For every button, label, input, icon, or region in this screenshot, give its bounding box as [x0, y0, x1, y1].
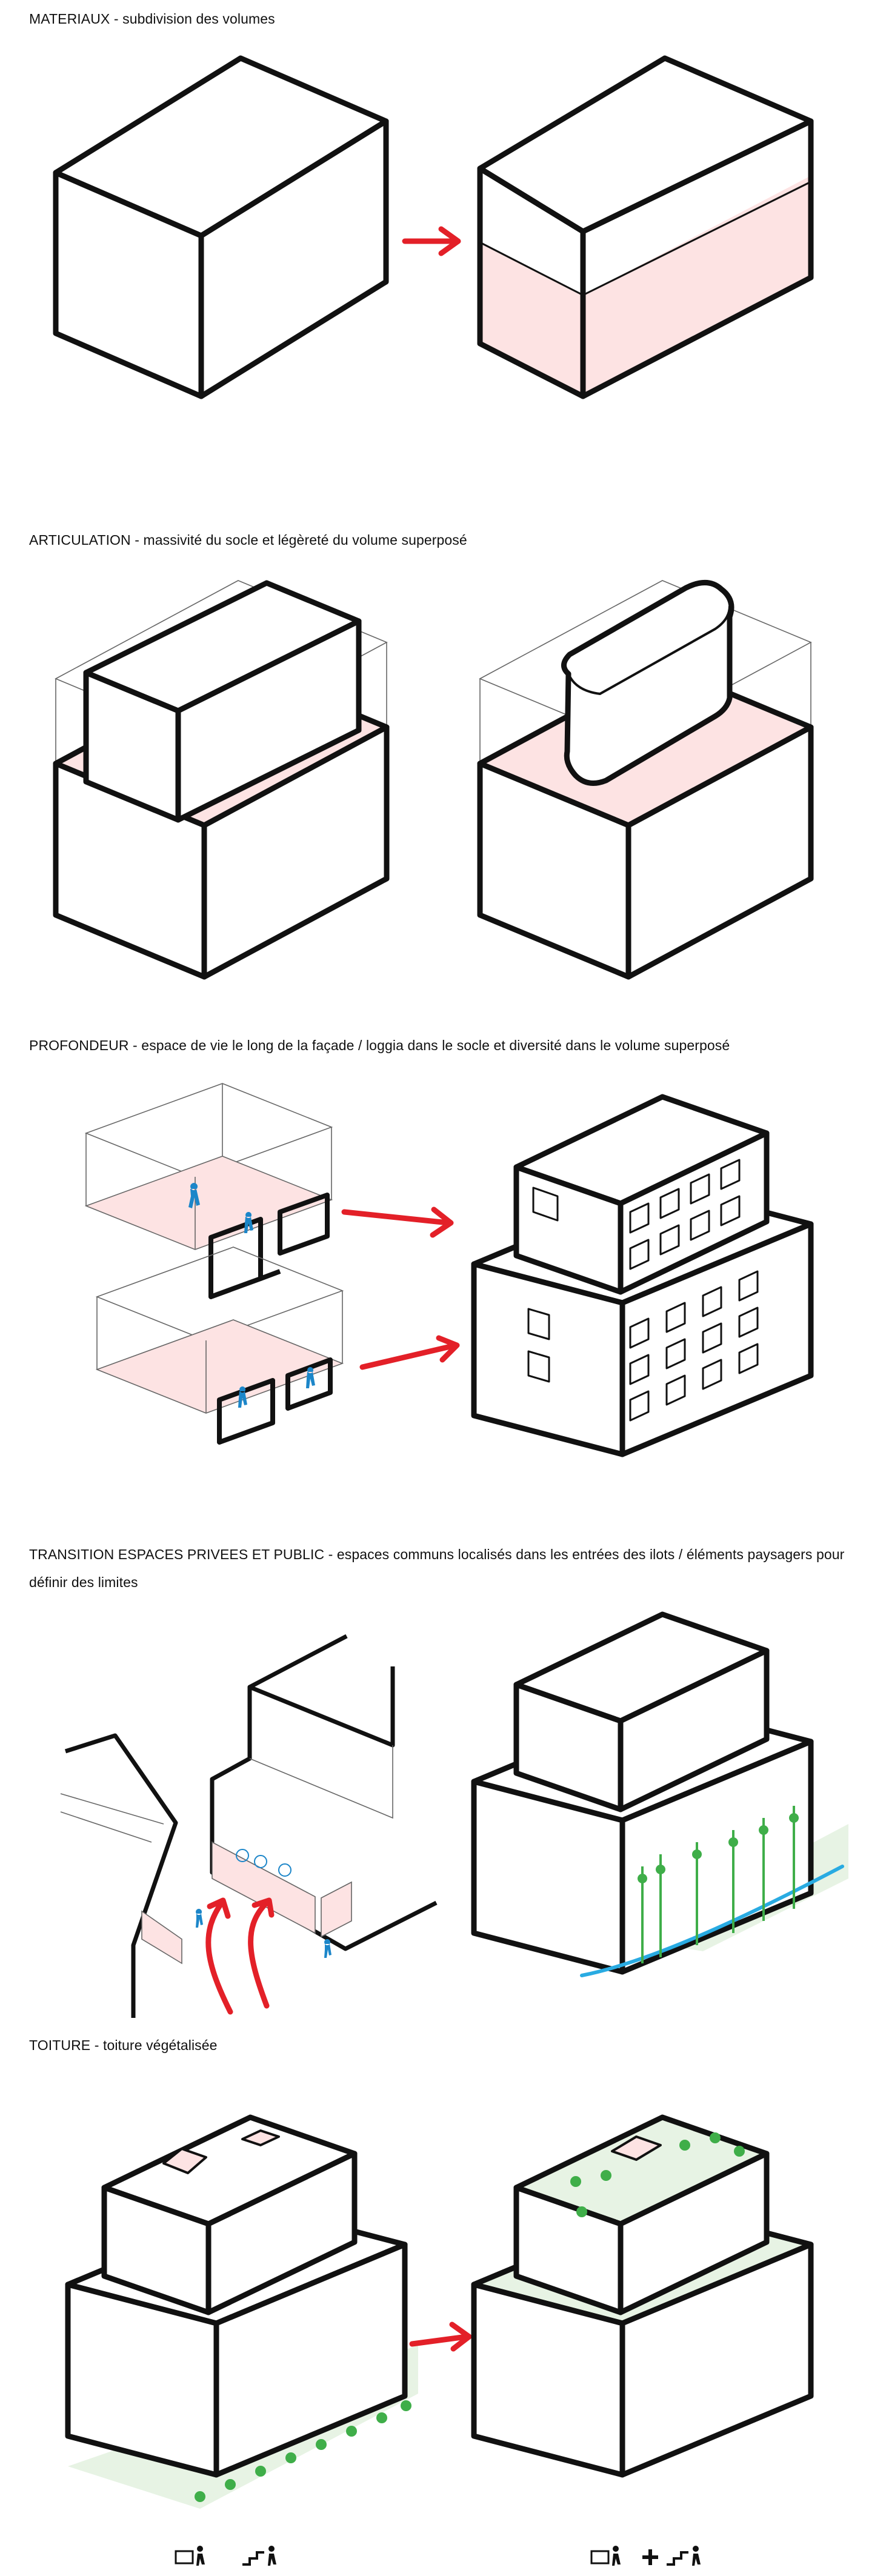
roof-terrace-person-icon [590, 2546, 621, 2566]
transform-arrow [409, 2321, 472, 2352]
building-green-roof [471, 2114, 814, 2478]
section-articulation: ARTICULATION - massivité du socle et lég… [0, 509, 886, 1012]
legend-left [175, 2546, 276, 2566]
section-transition: TRANSITION ESPACES PRIVEES ET PUBLIC - e… [0, 1539, 886, 2018]
materiaux-diagram [53, 55, 814, 399]
volume-subdivided [477, 55, 814, 399]
section-heading: MATERIAUX - subdivision des volumes [29, 11, 275, 27]
building-standard-roof [65, 2114, 418, 2509]
section-heading: TOITURE - toiture végétalisée [29, 2037, 218, 2053]
loggia-socle-box [84, 1083, 333, 1299]
transition-diagram [60, 1611, 848, 2018]
section-heading-line2: définir des limites [29, 1574, 138, 1590]
volume-socle-box-left [53, 580, 390, 980]
toiture-diagram [65, 2114, 814, 2566]
section-heading-line1: TRANSITION ESPACES PRIVEES ET PUBLIC - e… [29, 1546, 845, 1562]
transform-arrows [341, 1206, 460, 1370]
volume-socle-rounded-right [477, 580, 814, 980]
profondeur-diagram [84, 1083, 814, 1457]
volume-plain [53, 55, 389, 399]
building-with-vegetation [471, 1611, 848, 1977]
articulation-diagram [53, 580, 814, 980]
section-toiture: TOITURE - toiture végétalisée [0, 2030, 886, 2576]
entrance-building [196, 1634, 438, 1958]
roof-terrace-person-icon [175, 2546, 205, 2566]
adjacent-building [60, 1733, 182, 2018]
loggia-upper-box [95, 1246, 344, 1445]
stairs-person-icon [242, 2546, 276, 2566]
plus-icon [642, 2549, 658, 2565]
section-profondeur: PROFONDEUR - espace de vie le long de la… [0, 1030, 886, 1491]
building-with-loggias [471, 1094, 814, 1457]
section-heading: PROFONDEUR - espace de vie le long de la… [29, 1037, 730, 1053]
legend-right [590, 2546, 701, 2566]
section-materiaux: MATERIAUX - subdivision des volumes [0, 0, 886, 485]
section-heading: ARTICULATION - massivité du socle et lég… [29, 532, 467, 548]
stairs-person-icon [667, 2546, 701, 2566]
access-arrows [205, 1897, 275, 2015]
transform-arrow [402, 226, 461, 256]
